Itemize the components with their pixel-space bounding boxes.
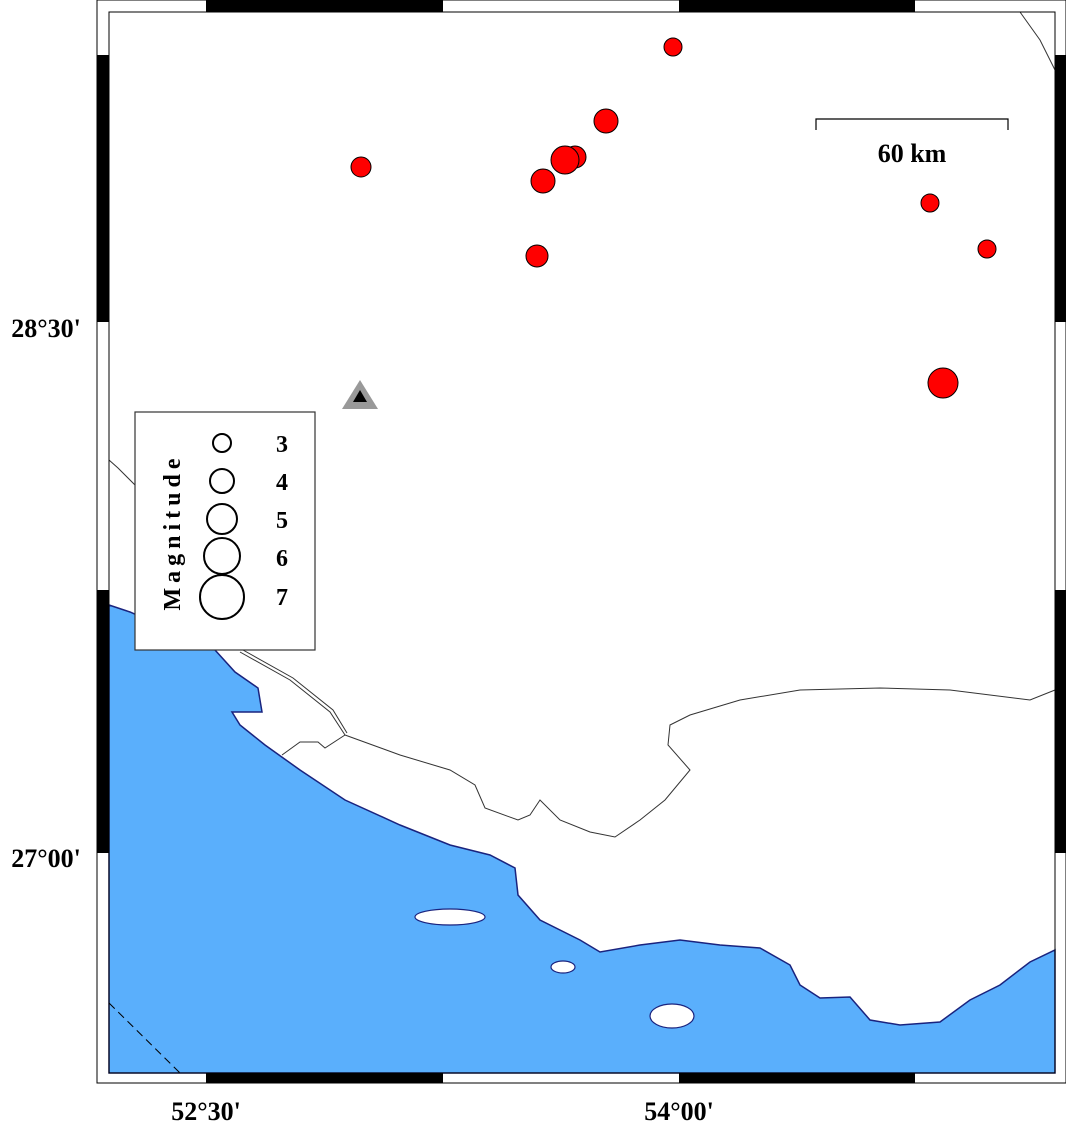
lat-label: 27°00'	[11, 844, 81, 873]
earthquake-marker[interactable]	[530, 168, 556, 194]
scale-bar-label: 60 km	[878, 139, 947, 168]
earthquake-marker[interactable]	[663, 37, 683, 57]
station-triangle-icon[interactable]	[342, 380, 378, 409]
earthquake-marker[interactable]	[927, 367, 959, 399]
lon-label: 52°30'	[171, 1097, 241, 1123]
magnitude-legend: Magnitude 3 4 5 6 7	[134, 411, 316, 651]
legend-circle	[209, 468, 235, 494]
island	[649, 1003, 695, 1029]
legend-circle	[206, 503, 238, 535]
earthquake-events	[350, 37, 997, 399]
legend-label: 6	[276, 546, 288, 572]
legend-label: 5	[276, 508, 288, 534]
earthquake-marker[interactable]	[977, 239, 997, 259]
earthquake-marker[interactable]	[920, 193, 940, 213]
legend-label: 4	[276, 470, 288, 496]
earthquake-marker[interactable]	[593, 108, 619, 134]
island	[550, 960, 576, 974]
map-frame	[96, 0, 1066, 1084]
legend-title: Magnitude	[160, 453, 186, 610]
legend-circle	[199, 574, 245, 620]
lon-label: 54°00'	[644, 1097, 714, 1123]
legend-label: 3	[276, 432, 288, 458]
lat-label: 28°30'	[11, 314, 81, 343]
scale-bar: 60 km	[815, 118, 1009, 168]
legend-circle	[212, 433, 232, 453]
legend-label: 7	[276, 585, 288, 611]
earthquake-marker[interactable]	[550, 145, 580, 175]
province-borders	[108, 11, 1056, 1074]
sea-area	[108, 603, 1056, 1074]
earthquake-marker[interactable]	[350, 156, 372, 178]
earthquake-marker[interactable]	[525, 244, 549, 268]
island	[414, 908, 486, 926]
